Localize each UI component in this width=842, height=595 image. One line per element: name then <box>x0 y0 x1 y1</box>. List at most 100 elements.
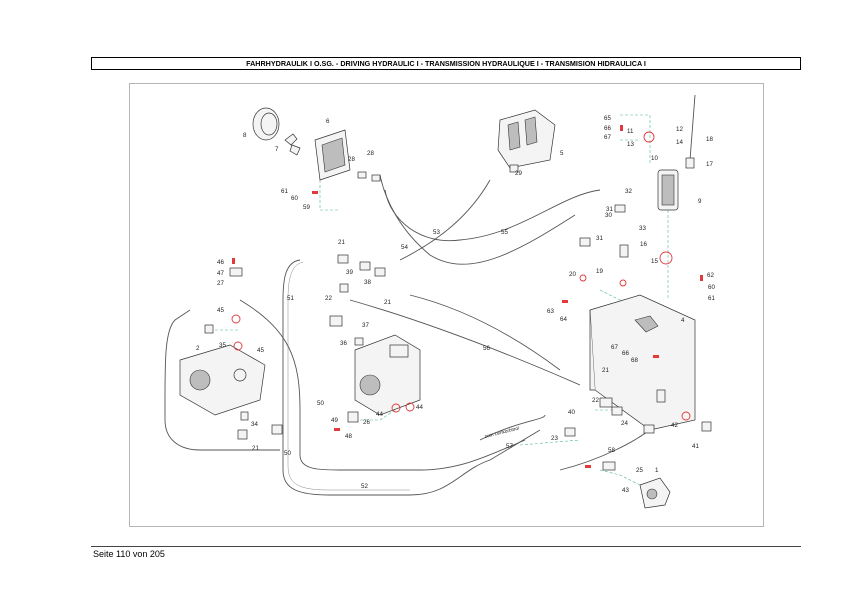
hose-54 <box>399 179 491 261</box>
callout-19: 19 <box>596 268 603 275</box>
callout-30: 30 <box>605 212 612 219</box>
callout-8: 8 <box>243 132 247 139</box>
callout-44: 44 <box>416 404 423 411</box>
component-tank-4 <box>589 294 696 431</box>
hose-52 <box>282 259 541 496</box>
callout-48: 48 <box>345 433 352 440</box>
hose-55 <box>379 174 576 265</box>
callout-68: 68 <box>631 357 638 364</box>
callout-61-b: 61 <box>708 295 715 302</box>
callout-42: 42 <box>671 422 678 429</box>
callout-36: 36 <box>340 340 347 347</box>
component-pump-1 <box>354 334 421 416</box>
callout-40: 40 <box>568 409 575 416</box>
callout-22: 22 <box>325 295 332 302</box>
callout-41: 41 <box>692 443 699 450</box>
callout-58: 58 <box>608 447 615 454</box>
callout-52: 52 <box>361 483 368 490</box>
callout-51: 51 <box>287 295 294 302</box>
callout-21-d: 21 <box>252 445 259 452</box>
callout-1: 1 <box>655 467 659 474</box>
callout-15: 15 <box>651 258 658 265</box>
callout-56: 56 <box>483 345 490 352</box>
callout-20: 20 <box>569 271 576 278</box>
component-dipstick-18 <box>685 94 696 169</box>
callout-66: 66 <box>604 125 611 132</box>
callout-26: 26 <box>363 419 370 426</box>
callout-45-b: 45 <box>257 347 264 354</box>
callout-34: 34 <box>251 421 258 428</box>
page-number: Seite 110 von 205 <box>93 549 165 559</box>
hose-53 <box>384 189 601 242</box>
callout-25: 25 <box>636 467 643 474</box>
page-title: FAHRHYDRAULIK I O.SG. - DRIVING HYDRAULI… <box>91 57 801 70</box>
component-fan-7 <box>284 133 301 156</box>
callout-63: 63 <box>547 308 554 315</box>
callout-67-b: 67 <box>611 344 618 351</box>
callout-31: 31 <box>596 235 603 242</box>
callout-65: 65 <box>604 115 611 122</box>
component-fan-shroud-8 <box>252 107 280 141</box>
callout-60-b: 60 <box>708 284 715 291</box>
hose-56 <box>349 299 581 386</box>
callout-22-b: 22 <box>592 397 599 404</box>
callout-10: 10 <box>651 155 658 162</box>
callout-14: 14 <box>676 139 683 146</box>
callout-11: 11 <box>627 128 634 135</box>
callout-23: 23 <box>551 435 558 442</box>
callout-35: 35 <box>219 342 226 349</box>
callout-21: 21 <box>338 239 345 246</box>
callout-4: 4 <box>681 317 685 324</box>
callout-labels-extra: 60 61 67 66 21 21 22 21 50 45 44 31 28 <box>252 156 715 457</box>
callout-59: 59 <box>303 204 310 211</box>
callout-66-b: 66 <box>622 350 629 357</box>
callout-44-b: 44 <box>376 411 383 418</box>
callout-7: 7 <box>275 146 279 153</box>
callout-46: 46 <box>217 259 224 266</box>
component-fittings <box>204 164 712 471</box>
component-gear-pump-3 <box>639 477 671 509</box>
callout-28: 28 <box>367 150 374 157</box>
callout-13: 13 <box>627 141 634 148</box>
hose-50 <box>239 299 526 471</box>
callout-37: 37 <box>362 322 369 329</box>
callout-61: 61 <box>281 188 288 195</box>
callout-67: 67 <box>604 134 611 141</box>
callout-2: 2 <box>196 345 200 352</box>
callout-labels: 1 2 4 5 6 7 8 9 10 11 12 13 14 15 16 17 … <box>196 115 714 494</box>
callout-50-b: 50 <box>284 450 291 457</box>
hose-top <box>409 294 561 371</box>
callout-9: 9 <box>698 198 702 205</box>
callout-45: 45 <box>217 307 224 314</box>
callout-28-b: 28 <box>348 156 355 163</box>
callout-21-c: 21 <box>602 367 609 374</box>
callout-33: 33 <box>639 225 646 232</box>
callout-24: 24 <box>621 420 628 427</box>
callout-53: 53 <box>433 229 440 236</box>
callout-21-b: 21 <box>384 299 391 306</box>
drawing-frame <box>129 83 764 527</box>
component-seals <box>231 125 703 468</box>
routing-note: zum Lenkorbitrol <box>484 426 520 440</box>
callout-55: 55 <box>501 229 508 236</box>
callout-17: 17 <box>706 161 713 168</box>
component-motor-2 <box>179 344 266 416</box>
hose-51 <box>164 309 280 451</box>
callout-12: 12 <box>676 126 683 133</box>
callout-31-b: 31 <box>606 206 613 213</box>
callout-5: 5 <box>560 150 564 157</box>
callout-38: 38 <box>364 279 371 286</box>
callout-60: 60 <box>291 195 298 202</box>
callout-54: 54 <box>401 244 408 251</box>
callout-18: 18 <box>706 136 713 143</box>
hose-57 <box>479 414 546 441</box>
callout-47: 47 <box>217 270 224 277</box>
callout-32: 32 <box>625 188 632 195</box>
callout-49: 49 <box>331 417 338 424</box>
callout-62: 62 <box>707 272 714 279</box>
hose-lines <box>164 174 656 496</box>
callout-29: 29 <box>515 170 522 177</box>
component-valve-block-5 <box>497 109 556 169</box>
footer-divider <box>91 546 801 547</box>
